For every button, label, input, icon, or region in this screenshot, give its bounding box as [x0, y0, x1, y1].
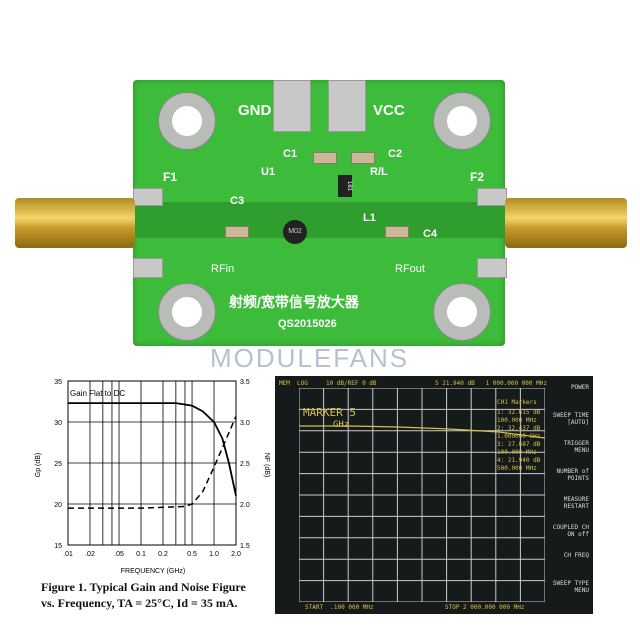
marker-readout: 3: 27.687 dB [497, 441, 541, 448]
f1-label: F1 [163, 170, 178, 184]
marker-readout: 2: 32.437 dB [497, 425, 541, 432]
resistor: 181 [338, 175, 352, 197]
x-tick-label: .02 [85, 551, 95, 558]
y2-tick-label: 1.5 [240, 543, 250, 550]
rf-trace [133, 202, 505, 238]
x-tick-label: .05 [114, 551, 124, 558]
figure-caption-2: vs. Frequency, TA = 25°C, Id = 35 mA. [41, 596, 238, 610]
x-tick-label: 1.0 [209, 551, 219, 558]
y-tick-label: 15 [54, 543, 62, 550]
softkey-label: TRIGGER MENU [563, 440, 589, 454]
y-tick-label: 30 [54, 420, 62, 427]
rfout-label: RFout [395, 263, 425, 275]
softkey-label: COUPLED CH ON off [552, 524, 589, 538]
c2-label: C2 [388, 148, 403, 160]
board-title: 射频/宽带信号放大器 [229, 294, 359, 310]
sma-connector-input [15, 198, 135, 248]
y2-axis-label: NF (dB) [263, 453, 270, 478]
markers-title: CH1 Markers [497, 399, 537, 406]
watermark: MODULEFANS [210, 343, 410, 373]
y-tick-label: 20 [54, 502, 62, 509]
y-tick-label: 25 [54, 461, 62, 468]
marker-readout: 4: 21.940 dB [497, 457, 541, 464]
softkey-label: POWER [570, 384, 589, 391]
f2-label: F2 [470, 170, 485, 184]
pad [133, 188, 163, 206]
mount-hole [433, 92, 491, 150]
x-axis-label: FREQUENCY (GHz) [121, 568, 185, 575]
c3-label: C3 [230, 195, 245, 207]
x-tick-label: 0.2 [158, 551, 168, 558]
marker-unit: GHz [333, 420, 350, 430]
marker-readout: 1: 32.615 dB [497, 409, 541, 416]
x-tick-label: 0.5 [187, 551, 197, 558]
y2-tick-label: 3.0 [240, 420, 250, 427]
amplifier-board: M02 181 GND VCC C1 C2 R/L U1 F1 F2 C3 C4… [133, 80, 507, 346]
noise-figure-curve [68, 415, 237, 509]
sma-connector-output [505, 198, 627, 248]
capacitor-c3 [225, 226, 249, 238]
y-tick-label: 35 [54, 379, 62, 386]
pad [477, 188, 507, 206]
u1-label: U1 [261, 166, 276, 178]
gnd-label: GND [238, 102, 272, 119]
x-tick-label: .01 [63, 551, 73, 558]
l1-label: L1 [363, 212, 376, 224]
chart-annotation: Gain Flat to DC [70, 389, 125, 398]
y2-tick-label: 3.5 [240, 379, 250, 386]
softkey-label: SWEEP TYPE MENU [552, 580, 589, 594]
marker-readout: 500.000 MHz [497, 465, 537, 472]
capacitor-c2 [351, 152, 375, 164]
network-analyzer-screen: MEM LOG 10 dB/REF 0 dB 5 21.940 dB 1 000… [275, 376, 593, 614]
vcc-label: VCC [373, 102, 405, 119]
capacitor-c1 [313, 152, 337, 164]
pad [477, 258, 507, 278]
softkey-label: MEASURE RESTART [563, 496, 589, 510]
scope-trace [299, 425, 545, 439]
softkey-label: NUMBER of POINTS [556, 468, 589, 482]
rl-label: R/L [370, 166, 388, 178]
c1-label: C1 [283, 148, 298, 160]
vcc-pad [328, 80, 366, 132]
softkey-label: CH FREQ [563, 552, 589, 559]
x-tick-label: 2.0 [231, 551, 241, 558]
mount-hole [433, 283, 491, 341]
y-axis-label: Gp (dB) [35, 453, 42, 478]
scope-header-right: 5 21.940 dB 1 000.000 000 MHz [435, 380, 547, 387]
marker-label: MARKER 5 [303, 406, 356, 419]
marker-readout: 1.000000 GHz [497, 433, 541, 440]
softkey-label: SWEEP TIME [AUTO] [552, 412, 589, 426]
scope-header-left: MEM LOG 10 dB/REF 0 dB [279, 380, 377, 387]
marker-readout: 100.000 MHz [497, 417, 537, 424]
y2-tick-label: 2.0 [240, 502, 250, 509]
gnd-pad [273, 80, 311, 132]
scope-grid [299, 388, 545, 602]
gain-curve [68, 402, 237, 496]
model-number: QS2015026 [278, 318, 337, 330]
mount-hole [158, 283, 216, 341]
y2-tick-label: 2.5 [240, 461, 250, 468]
pad [133, 258, 163, 278]
x-tick-label: 0.1 [136, 551, 146, 558]
c4-label: C4 [423, 228, 438, 240]
mount-hole [158, 92, 216, 150]
start-freq: START .100 000 MHz [305, 604, 374, 611]
rfin-label: RFin [211, 263, 235, 275]
capacitor-c4 [385, 226, 409, 238]
figure-caption-1: Figure 1. Typical Gain and Noise Figure [41, 580, 246, 594]
amplifier-chip: M02 [283, 220, 307, 244]
marker-readout: 100.000 MHz [497, 449, 537, 456]
stop-freq: STOP 2 000.000 000 MHz [445, 604, 525, 611]
